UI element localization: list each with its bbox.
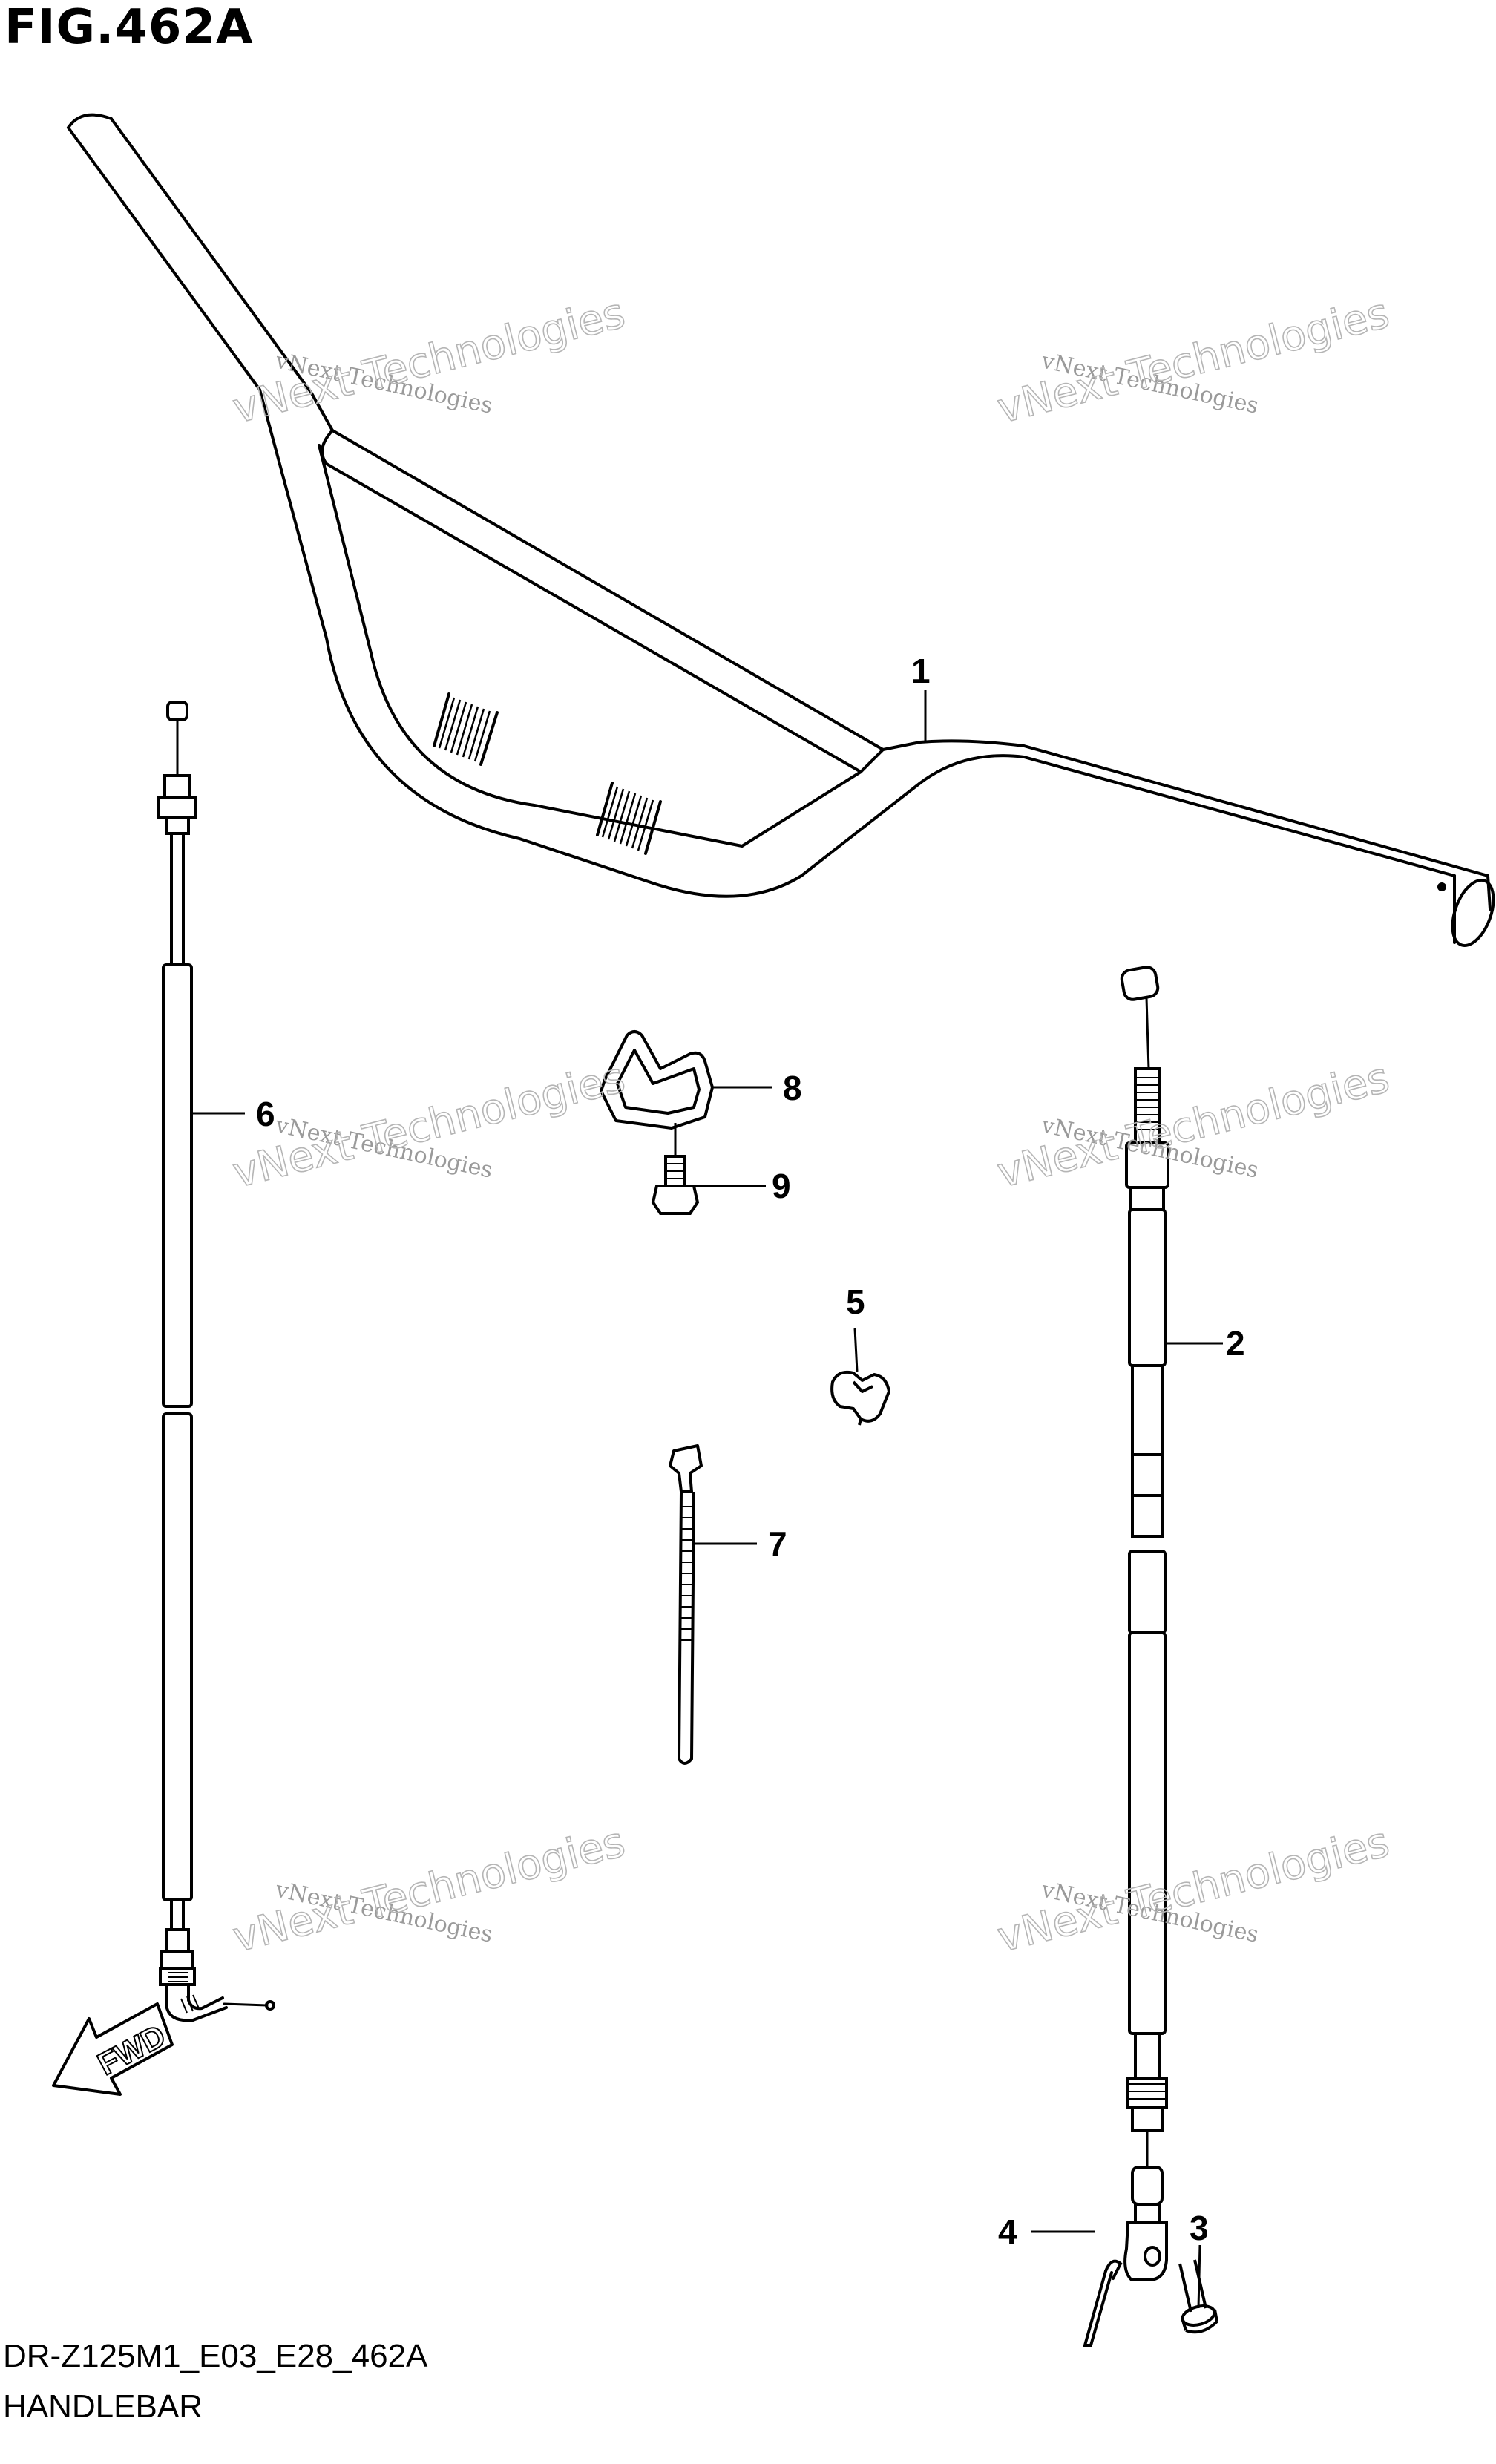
diagram-name: HANDLEBAR: [3, 2388, 203, 2425]
clutch-cable-thread-marks: [1129, 1077, 1165, 2100]
cable-tie-serrations: [680, 1506, 693, 1641]
callout-9: 9: [772, 1167, 791, 1205]
throttle-cable-part: [157, 701, 275, 2022]
watermark-bottom-right: vNext Technologies vNext Technologies: [992, 1818, 1394, 1963]
watermark-bottom-left: vNext Technologies vNext Technologies: [228, 1818, 630, 1963]
callout-4: 4: [998, 2212, 1017, 2251]
callout-8: 8: [783, 1069, 802, 1107]
cable-clamp-part: [830, 1370, 890, 1426]
clevis-pin-part: [1178, 2259, 1218, 2334]
callout-7: 7: [768, 1524, 787, 1563]
watermark-top-right: vNext Technologies vNext Technologies: [992, 289, 1394, 434]
leader-lines: [191, 690, 1223, 2309]
clutch-cable-part: [1120, 966, 1169, 2281]
forward-arrow-icon: FWD: [52, 2002, 174, 2096]
handlebar-part: [67, 113, 1495, 947]
handlebar-knurling: [438, 697, 654, 851]
callout-1: 1: [911, 652, 931, 690]
cable-thread-marks: [168, 1972, 200, 2014]
callout-2: 2: [1226, 1324, 1245, 1363]
callout-5: 5: [846, 1282, 865, 1321]
callout-3: 3: [1190, 2209, 1209, 2247]
cable-guide-part: [600, 1030, 714, 1130]
watermark-mid-left: vNext Technologies vNext Technologies: [228, 1053, 630, 1199]
watermarks: vNext Technologies vNext Technologies vN…: [228, 289, 1394, 1963]
watermark-top-left: vNext Technologies vNext Technologies: [228, 289, 630, 434]
diagram-code: DR-Z125M1_E03_E28_462A: [3, 2338, 428, 2374]
callout-labels: 1 2 3 4 5 6 7 8 9: [256, 652, 1245, 2251]
cable-tie-part: [669, 1444, 703, 1765]
callout-6: 6: [256, 1095, 275, 1133]
watermark-mid-right: vNext Technologies vNext Technologies: [992, 1053, 1394, 1199]
figure-title: FIG.462A: [4, 0, 254, 55]
cotter-pin-part: [1083, 2259, 1123, 2347]
bolt-part: [651, 1155, 700, 1215]
